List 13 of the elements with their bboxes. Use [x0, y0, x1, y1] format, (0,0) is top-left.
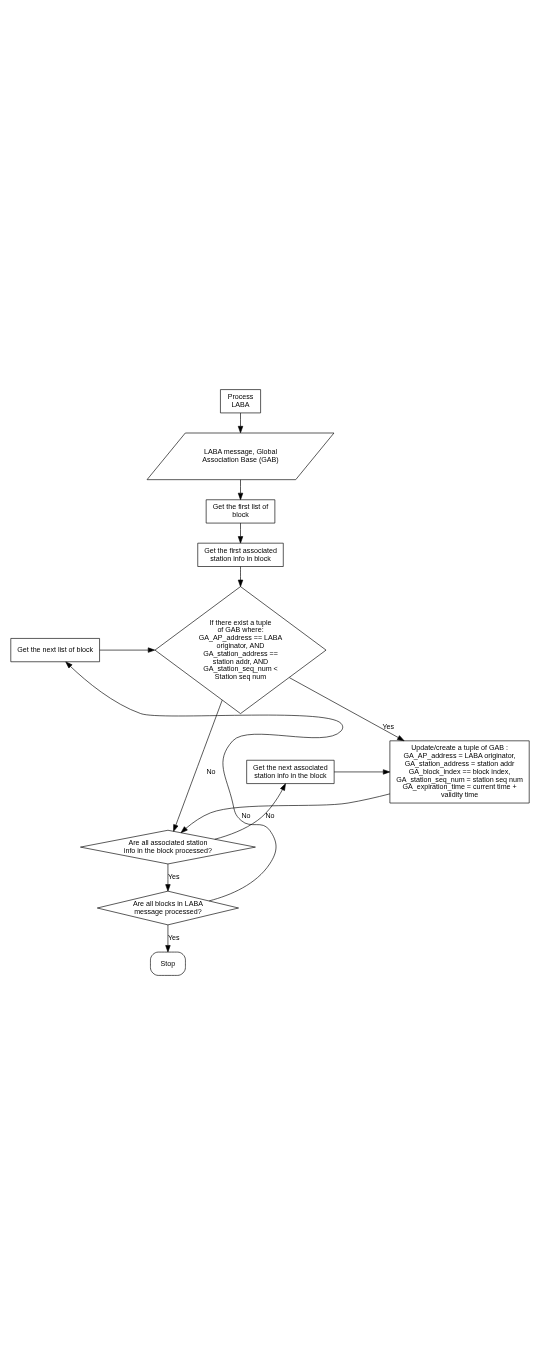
arrow — [173, 699, 223, 832]
arrow — [165, 863, 171, 892]
arrow — [237, 522, 244, 544]
arrow — [214, 783, 286, 840]
arrow — [237, 479, 244, 500]
arrow — [237, 566, 244, 587]
arrow — [65, 661, 344, 902]
arrow — [333, 769, 391, 775]
arrow — [165, 924, 171, 953]
arrow — [180, 793, 391, 834]
arrow — [289, 677, 405, 742]
arrow — [99, 647, 156, 653]
arrow — [237, 412, 244, 434]
